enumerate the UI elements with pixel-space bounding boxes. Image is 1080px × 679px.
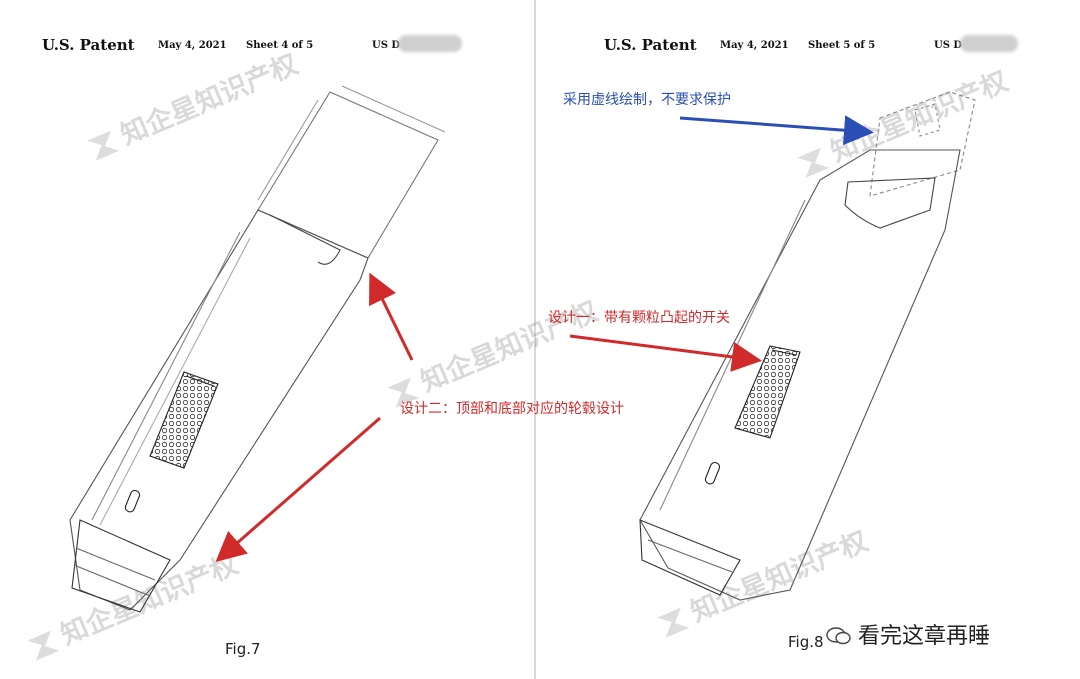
device-drawing-fig8 [639,91,976,601]
arrow-design-two-bottom [215,416,381,562]
sheet-number: Sheet 5 of 5 [808,40,876,51]
wechat-icon [826,627,851,645]
wechat-caption: 看完这章再睡 [826,618,990,650]
arrow-dashed-note [679,115,874,146]
design-one-note: 设计一：带有颗粒凸起的开关 [548,310,730,326]
patent-title: U.S. Patent [42,36,135,54]
arrow-design-two-top [369,272,414,361]
patent-date: May 4, 2021 [158,40,227,51]
sheet-number: Sheet 4 of 5 [246,40,314,51]
patent-date: May 4, 2021 [720,40,789,51]
device-drawing-fig7 [69,85,446,613]
figure-label: Fig.7 [225,640,261,658]
patent-sheet-left: U.S. Patent May 4, 2021 Sheet 4 of 5 US … [0,0,534,679]
patent-title: U.S. Patent [604,36,697,54]
dashed-line-note: 采用虚线绘制，不要求保护 [563,92,731,108]
page-divider [534,0,536,679]
patent-number-prefix: US D [372,40,401,51]
figure-label: Fig.8 [788,633,824,651]
patent-number-prefix: US D [934,40,963,51]
redaction-blur [398,35,462,52]
patent-sheet-right: U.S. Patent May 4, 2021 Sheet 5 of 5 US … [536,0,1080,679]
design-two-note: 设计二：顶部和底部对应的轮毂设计 [400,401,624,417]
redaction-blur [960,35,1018,52]
arrow-design-one [569,334,762,372]
